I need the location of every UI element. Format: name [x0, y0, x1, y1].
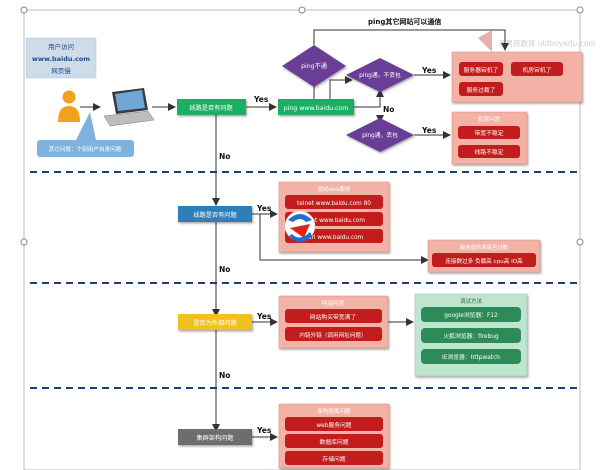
svg-text:web服务问题: web服务问题 — [316, 421, 351, 429]
other-issue-text: 其它问题：个别用户自身问题 — [49, 145, 122, 153]
svg-text:带宽不稳定: 带宽不稳定 — [475, 129, 504, 137]
server-down-item — [459, 62, 503, 76]
user-box-line1: 用户访问 — [48, 42, 74, 51]
svg-text:服务过载了: 服务过载了 — [467, 86, 496, 94]
svg-text:是否为外部问题: 是否为外部问题 — [193, 319, 236, 327]
svg-text:telnet www.baidu.com 80: telnet www.baidu.com 80 — [297, 201, 371, 207]
svg-text:wget www.baidu.com: wget www.baidu.com — [303, 218, 365, 224]
svg-text:ping不通: ping不通 — [301, 62, 327, 70]
svg-text:火狐浏览器：firebug: 火狐浏览器：firebug — [443, 332, 499, 340]
web-test-title: 测试web服务 — [317, 185, 351, 193]
yes-label: Yes — [421, 126, 437, 135]
server-overload-title: 服务器资源是否过载 — [460, 243, 508, 251]
laptop-icon — [103, 88, 155, 127]
node-line-check-2: 线路是否有问题 — [178, 206, 252, 222]
diamond-ping-ok-loss: ping通，丢包 — [346, 118, 414, 152]
no-label: No — [219, 152, 230, 161]
svg-text:ping通，丢包: ping通，丢包 — [362, 131, 398, 139]
frame-handles — [20, 6, 584, 246]
node-external-issue: 是否为外部问题 — [178, 314, 252, 330]
svg-text:google浏览器：F12: google浏览器：F12 — [444, 311, 498, 319]
debug-methods-title: 调试方法 — [460, 297, 483, 305]
group-debug-methods: 调试方法 google浏览器：F12 火狐浏览器：firebug IE浏览器：h… — [414, 293, 528, 377]
logo-mark-icon — [284, 210, 316, 242]
svg-text:集群架构问题: 集群架构问题 — [196, 434, 233, 442]
group-server-down: 服务器宕机了 机房宕机了 服务过载了 — [451, 51, 583, 103]
user-box-line2: www.baidu.com — [32, 55, 90, 63]
diamond-ping-ok-noloss: ping通，不丢包 — [346, 58, 414, 92]
architecture-issue-title: 架构层面问题 — [317, 407, 351, 415]
room-issue-title: 机房问题 — [478, 115, 501, 123]
svg-text:ping www.baidu.com: ping www.baidu.com — [284, 105, 349, 112]
svg-text:服务器宕机了: 服务器宕机了 — [464, 66, 499, 74]
svg-text:ping通，不丢包: ping通，不丢包 — [359, 71, 401, 79]
server-overload-item — [459, 82, 503, 96]
svg-text:网站购买带宽满了: 网站购买带宽满了 — [310, 313, 357, 321]
node-ping-baidu: ping www.baidu.com — [278, 99, 354, 115]
svg-text:数据库问题: 数据库问题 — [320, 438, 349, 446]
user-icon — [58, 90, 80, 122]
connectors — [80, 29, 509, 441]
yes-label: Yes — [256, 426, 272, 435]
svg-text:连接数过多 负载高 cpu高 IO高: 连接数过多 负载高 cpu高 IO高 — [445, 257, 523, 265]
no-label: No — [219, 371, 230, 380]
yes-label: Yes — [256, 204, 272, 213]
svg-text:机房宕机了: 机房宕机了 — [523, 66, 552, 74]
no-label: No — [219, 265, 230, 274]
svg-text:线路不稳定: 线路不稳定 — [475, 148, 504, 156]
group-site-issue: 网站问题 网站购买带宽满了 内链外链（调用网址问题） — [278, 295, 389, 349]
svg-text:IE浏览器：httpwatch: IE浏览器：httpwatch — [442, 353, 500, 361]
diamond-ping-fail: ping不通 — [282, 45, 346, 87]
yes-label: Yes — [421, 66, 437, 75]
yes-label: Yes — [256, 312, 272, 321]
svg-text:线路是否有问题: 线路是否有问题 — [193, 211, 236, 219]
group-room-issue: 机房问题 带宽不稳定 线路不稳定 — [451, 111, 528, 165]
svg-text:存储问题: 存储问题 — [322, 455, 345, 463]
no-label: No — [383, 105, 394, 114]
section-separators — [30, 171, 578, 389]
svg-text:线路是否有问题: 线路是否有问题 — [189, 104, 232, 112]
room-down-item — [511, 62, 563, 76]
group-architecture-issue: 架构层面问题 web服务问题 数据库问题 存储问题 — [278, 403, 390, 469]
user-access-box: 用户访问 www.baidu.com 网页慢 — [25, 37, 97, 79]
user-box-line3: 网页慢 — [51, 66, 71, 75]
watermark: 老男孩教育 oldboyedu.com — [478, 30, 596, 52]
yes-label: Yes — [253, 95, 269, 104]
ping-other-sites-label: ping其它网站可以通信 — [368, 17, 441, 26]
svg-text:内链外链（调用网址问题）: 内链外链（调用网址问题） — [299, 331, 366, 339]
node-cluster-architecture: 集群架构问题 — [178, 429, 252, 445]
site-issue-title: 网站问题 — [322, 299, 345, 307]
group-server-overload: 服务器资源是否过载 连接数过多 负载高 cpu高 IO高 — [427, 239, 541, 273]
node-line-check-1: 线路是否有问题 — [177, 99, 246, 115]
edge-labels: Yes No No Yes Yes Yes No Yes No Yes ping… — [219, 17, 441, 435]
other-issue-callout: 其它问题：个别用户自身问题 — [37, 112, 134, 157]
svg-text:老男孩教育 oldboyedu.com: 老男孩教育 oldboyedu.com — [498, 38, 596, 48]
svg-text:curl www.baidu.com: curl www.baidu.com — [305, 235, 364, 241]
